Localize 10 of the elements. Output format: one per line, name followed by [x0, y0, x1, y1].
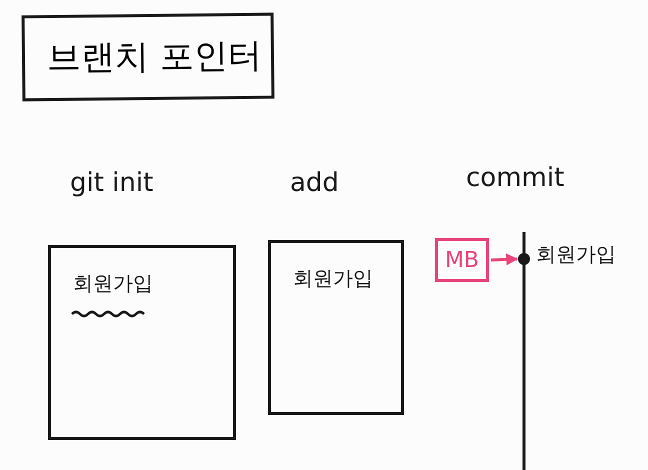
commit-message: 회원가입	[536, 241, 616, 268]
file-name: 회원가입	[73, 270, 153, 297]
stage-heading: commit	[466, 163, 564, 193]
arrow	[490, 253, 518, 266]
file-name: 회원가입	[293, 265, 373, 292]
stage-heading: git init	[70, 168, 154, 198]
title-box: 브랜치 포인터	[22, 12, 274, 102]
stage-heading: add	[290, 168, 339, 198]
branch-pointer-box: MB	[435, 238, 489, 282]
commit-dot	[518, 253, 530, 265]
